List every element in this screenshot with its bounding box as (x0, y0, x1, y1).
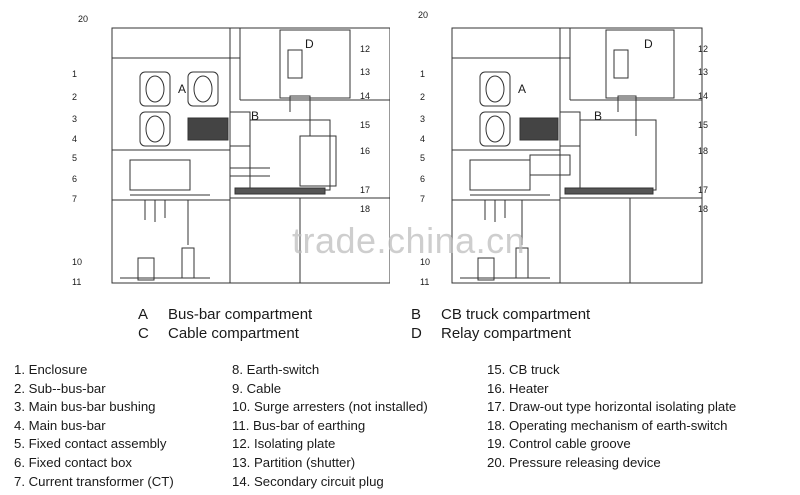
parts-list-column-3: 15. CB truck 16. Heater 17. Draw-out typ… (487, 361, 736, 473)
parts-list-column-2: 8. Earth-switch 9. Cable 10. Surge arres… (232, 361, 428, 491)
callout-label: 5 (420, 153, 425, 163)
callout-label: 13 (360, 67, 370, 77)
callout-label: 2 (420, 92, 425, 102)
parts-list-item: 8. Earth-switch (232, 362, 320, 377)
callout-label: 4 (72, 134, 77, 144)
compartment-letter: D (644, 37, 653, 51)
callout-label: 18 (698, 146, 708, 156)
compartment-letter: D (305, 37, 314, 51)
callout-label: 20 (78, 14, 88, 24)
callout-label: 1 (72, 69, 77, 79)
compartment-name: Bus-bar compartment (168, 306, 313, 323)
parts-list-item: 6. Fixed contact box (14, 454, 133, 470)
callout-label: 17 (698, 185, 708, 195)
callout-label: 5 (72, 153, 77, 163)
compartment-letter: A (178, 82, 186, 96)
callout-label: 7 (72, 194, 77, 204)
parts-list-item: 3. Main bus-bar bushing (14, 399, 156, 415)
parts-list-item: 17. Draw-out type horizontal isolating p… (487, 399, 737, 415)
compartment-letter: D (411, 325, 422, 342)
compartment-letter: A (518, 82, 526, 96)
parts-list-item: 16. Heater (487, 380, 549, 396)
switchgear-drawing-left: 20 1 2 3 4 5 6 7 10 11 12 13 14 15 16 17… (72, 14, 390, 287)
parts-list-item: 20. Pressure releasing device (487, 454, 661, 470)
callout-label: 1 (420, 69, 425, 79)
callout-label: 7 (420, 194, 425, 204)
parts-list-item: 18. Operating mechanism of earth-switch (487, 417, 728, 433)
callout-label: 12 (360, 44, 370, 54)
callout-label: 3 (72, 114, 77, 124)
compartment-legend-a: A Bus-bar compartment (138, 306, 312, 323)
callout-label: 18 (360, 204, 370, 214)
parts-list-item: 2. Sub--bus-bar (14, 380, 106, 396)
compartment-letter: C (138, 325, 149, 342)
compartment-letter: B (251, 109, 259, 123)
callout-label: 13 (698, 67, 708, 77)
callout-label: 11 (72, 277, 81, 287)
callout-label: 17 (360, 185, 370, 195)
parts-list-item: 5. Fixed contact assembly (14, 436, 167, 452)
callout-label: 2 (72, 92, 77, 102)
parts-list-item: 14. Secondary circuit plug (232, 473, 384, 489)
callout-label: 12 (698, 44, 708, 54)
callout-label: 15 (698, 120, 708, 130)
callout-label: 10 (420, 257, 430, 267)
compartment-legend-c: C Cable compartment (138, 325, 299, 342)
callout-label: 20 (418, 10, 428, 20)
parts-list-item: 1. Enclosure (14, 362, 88, 377)
compartment-name: Cable compartment (168, 325, 299, 342)
parts-list-column-1: 1. Enclosure 2. Sub--bus-bar 3. Main bus… (14, 361, 174, 491)
compartment-legend-d: D Relay compartment (411, 325, 571, 342)
parts-list-item: 12. Isolating plate (232, 436, 336, 452)
callout-label: 18 (698, 204, 708, 214)
parts-list-item: 9. Cable (232, 380, 282, 396)
parts-list-item: 10. Surge arresters (not installed) (232, 399, 428, 415)
parts-list-item: 15. CB truck (487, 362, 560, 377)
parts-list-item: 19. Control cable groove (487, 436, 631, 452)
compartment-letter: B (411, 306, 422, 323)
compartment-name: Relay compartment (441, 325, 572, 342)
callout-label: 16 (360, 146, 370, 156)
compartment-legend-b: B CB truck compartment (411, 306, 590, 323)
callout-label: 4 (420, 134, 425, 144)
callout-label: 15 (360, 120, 370, 130)
parts-list-item: 4. Main bus-bar (14, 417, 106, 433)
callout-label: 11 (420, 277, 429, 287)
callout-label: 14 (698, 91, 708, 101)
compartment-letter: A (138, 306, 149, 323)
parts-list-item: 7. Current transformer (CT) (14, 473, 174, 489)
callout-label: 3 (420, 114, 425, 124)
callout-label: 14 (360, 91, 370, 101)
compartment-letter: B (594, 109, 602, 123)
parts-list-item: 13. Partition (shutter) (232, 454, 356, 470)
compartment-name: CB truck compartment (441, 306, 591, 323)
parts-list-item: 11. Bus-bar of earthing (232, 417, 366, 433)
callout-label: 10 (72, 257, 82, 267)
switchgear-drawing-right: 20 1 2 3 4 5 6 7 10 11 12 13 14 15 18 17… (418, 10, 708, 287)
callout-label: 6 (72, 174, 77, 184)
watermark: trade.china.cn (292, 220, 526, 261)
callout-label: 6 (420, 174, 425, 184)
